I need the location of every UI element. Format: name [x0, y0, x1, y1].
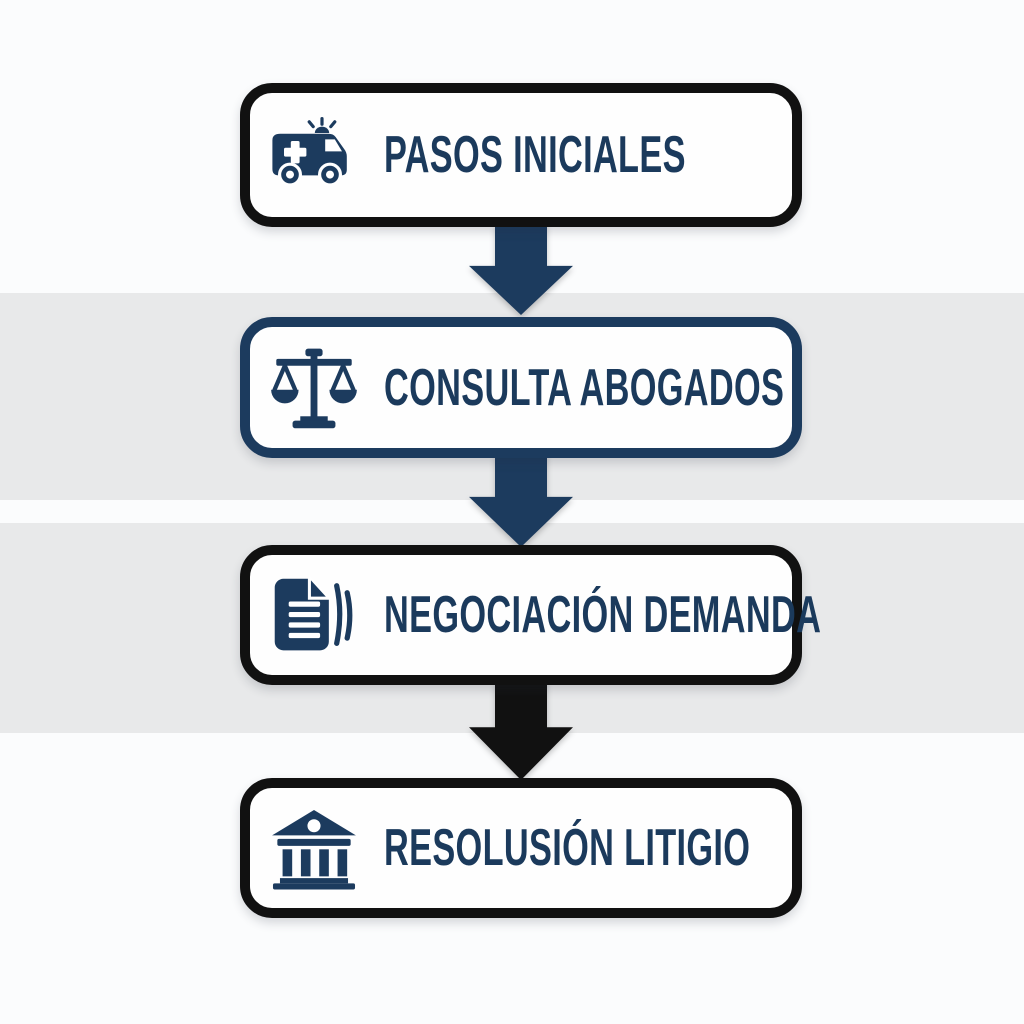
down-arrow-2	[469, 453, 573, 547]
step-label: NEGOCIACIÓN DEMANDA	[384, 586, 822, 644]
step-label: CONSULTA ABOGADOS	[384, 358, 785, 417]
ambulance-icon	[266, 105, 362, 205]
down-arrow-3	[469, 681, 573, 780]
step-box-negociacion-demanda: NEGOCIACIÓN DEMANDA	[240, 545, 821, 685]
step-box-resolusion-litigio: RESOLUSIÓN LITIGIO	[240, 778, 802, 918]
down-arrow-1	[469, 223, 573, 315]
documents-icon	[266, 565, 362, 665]
step-box-pasos-iniciales: PASOS INICIALES	[240, 83, 802, 227]
step-label: PASOS INICIALES	[384, 126, 686, 184]
step-label: RESOLUSIÓN LITIGIO	[384, 819, 751, 877]
bank-icon	[266, 798, 362, 898]
step-box-consulta-abogados: CONSULTA ABOGADOS	[240, 317, 802, 458]
scales-icon	[266, 338, 362, 438]
